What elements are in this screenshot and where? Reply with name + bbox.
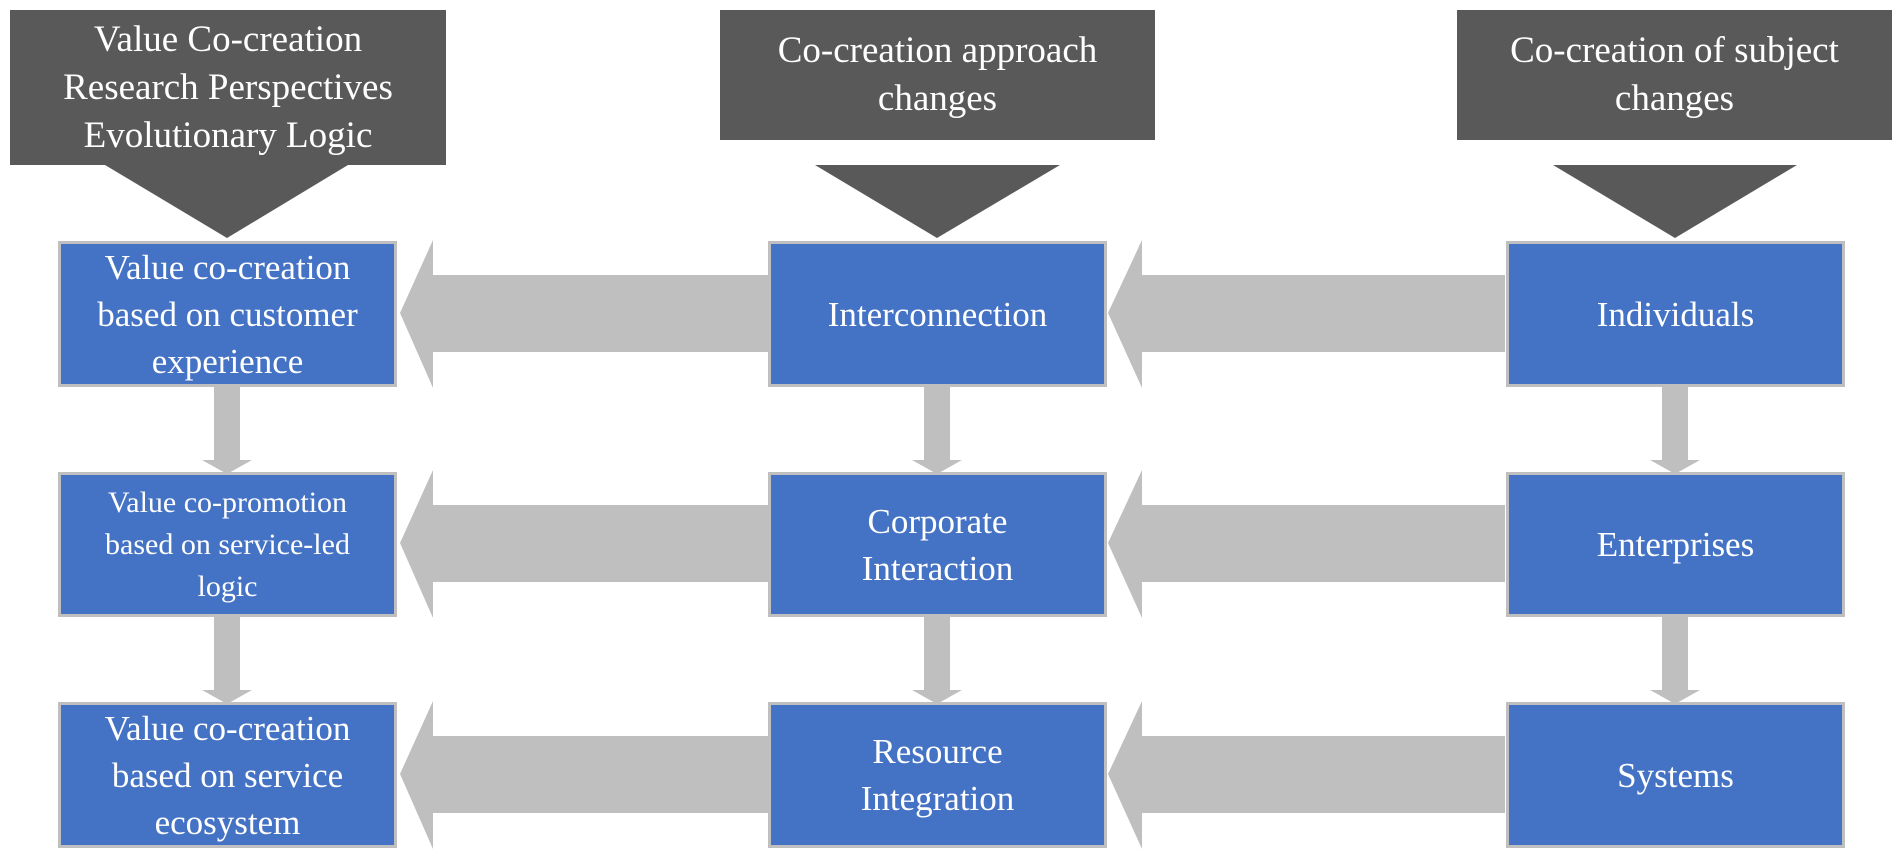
header-arrow-col3 (1553, 165, 1797, 238)
box-line: based on service-led (105, 527, 350, 561)
header-line: changes (1614, 78, 1735, 119)
box-line: Value co-promotion (107, 485, 348, 519)
header-arrow-col2 (815, 165, 1060, 238)
arrow-col3-row2-to-row3 (1650, 616, 1700, 704)
box-line: experience (151, 341, 304, 381)
box-line: Systems (1617, 755, 1734, 795)
box-line: Value co-creation (104, 247, 351, 287)
arrow-col2-row2-to-row3 (912, 616, 962, 704)
box-line: based on customer (97, 294, 358, 334)
arrow-col2-row1-to-row2 (912, 386, 962, 474)
arrow-row2-approach-to-perspective (400, 470, 768, 618)
header-approach-changes: Co-creation approach changes (720, 10, 1155, 140)
header-line: Co-creation of subject (1510, 30, 1839, 71)
box-individuals: Individuals (1506, 241, 1845, 387)
header-arrow-col1 (105, 165, 348, 238)
header-line: Research Perspectives (63, 66, 393, 108)
box-line: Interaction (861, 548, 1014, 588)
box-line: based on service (111, 755, 344, 795)
header-line: Co-creation approach (777, 30, 1098, 71)
box-line: Integration (860, 779, 1015, 818)
header-research-perspectives: Value Co-creation Research Perspectives … (10, 10, 446, 165)
arrow-row2-subject-to-approach (1108, 470, 1505, 618)
arrow-row3-subject-to-approach (1108, 701, 1505, 849)
box-systems: Systems (1506, 702, 1845, 848)
box-service-ecosystem: Value co-creation based on service ecosy… (58, 702, 397, 848)
box-interconnection: Interconnection (768, 241, 1107, 387)
box-line: Individuals (1596, 294, 1755, 334)
arrow-col1-row1-to-row2 (202, 386, 252, 474)
box-line: Enterprises (1596, 525, 1755, 564)
arrow-col3-row1-to-row2 (1650, 386, 1700, 474)
box-customer-experience: Value co-creation based on customer expe… (58, 241, 397, 387)
box-line: Resource (872, 732, 1003, 771)
box-line: Value co-creation (104, 708, 351, 748)
arrow-row1-subject-to-approach (1108, 240, 1505, 388)
arrow-row3-approach-to-perspective (400, 701, 768, 849)
box-line: logic (197, 569, 258, 603)
arrow-row1-approach-to-perspective (400, 240, 768, 388)
header-subject-changes: Co-creation of subject changes (1457, 10, 1892, 140)
box-enterprises: Enterprises (1506, 472, 1845, 617)
box-line: Corporate (867, 501, 1008, 541)
box-line: Interconnection (827, 294, 1048, 334)
box-corporate-interaction: Corporate Interaction (768, 472, 1107, 617)
box-line: ecosystem (154, 802, 301, 842)
header-line: Value Co-creation (93, 18, 363, 60)
header-line: changes (877, 78, 998, 119)
box-service-led-logic: Value co-promotion based on service-led … (58, 472, 397, 617)
header-line: Evolutionary Logic (83, 114, 373, 156)
arrow-col1-row2-to-row3 (202, 616, 252, 704)
box-resource-integration: Resource Integration (768, 702, 1107, 848)
